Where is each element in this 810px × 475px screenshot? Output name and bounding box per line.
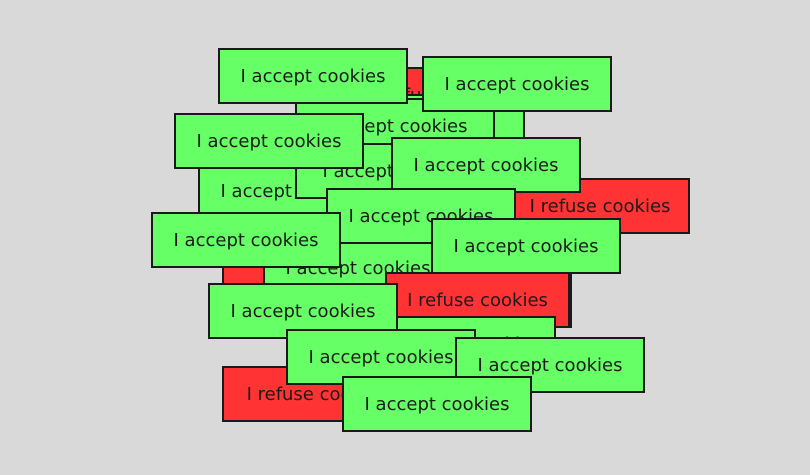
accept-cookies-button[interactable]: I accept cookies <box>431 218 621 274</box>
accept-cookies-button[interactable]: I accept cookies <box>151 212 341 268</box>
accept-cookies-button[interactable]: I accept cookies <box>391 137 581 193</box>
accept-cookies-button[interactable]: I accept cookies <box>218 48 408 104</box>
accept-cookies-button[interactable]: I accept cookies <box>422 56 612 112</box>
accept-cookies-button[interactable]: I accept cookies <box>174 113 364 169</box>
accept-cookies-button[interactable]: I accept cookies <box>342 376 532 432</box>
